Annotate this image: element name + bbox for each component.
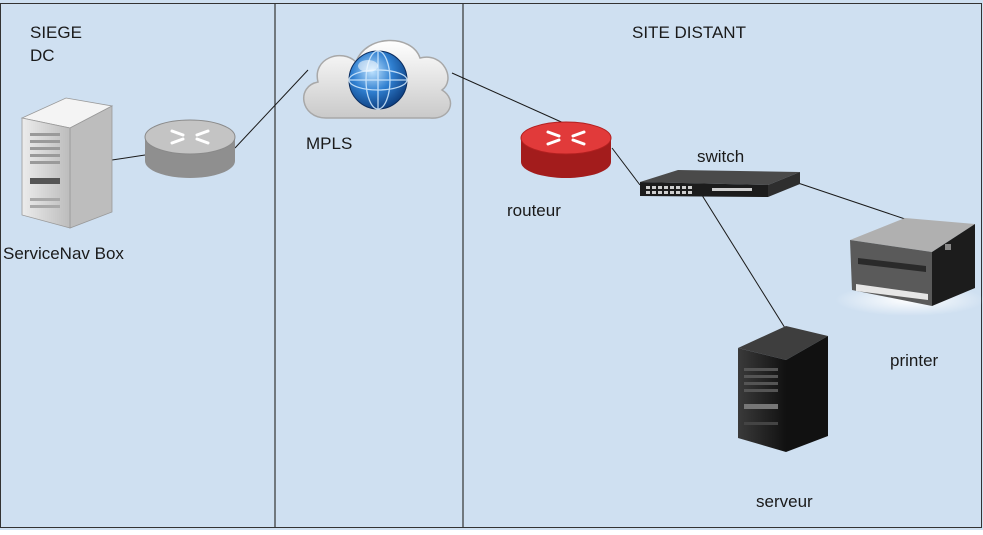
switch-label: switch bbox=[697, 147, 745, 166]
router-site-icon bbox=[520, 121, 612, 178]
zone-siege-title: SIEGE bbox=[30, 23, 82, 42]
serveur-label: serveur bbox=[756, 492, 813, 511]
link-mpls-routeur bbox=[451, 72, 569, 126]
router-hq-icon bbox=[144, 119, 236, 178]
serveur-icon bbox=[738, 326, 828, 452]
link-switch-serveur bbox=[699, 191, 786, 329]
servicenav-label: ServiceNav Box bbox=[3, 244, 124, 263]
zone-site-title: SITE DISTANT bbox=[632, 23, 746, 42]
globe-icon bbox=[348, 50, 408, 110]
routeur-label: routeur bbox=[507, 201, 561, 220]
servicenav-server-icon bbox=[20, 97, 114, 229]
link-switch-printer bbox=[797, 182, 909, 221]
switch-icon bbox=[640, 170, 800, 197]
connections bbox=[111, 69, 909, 329]
link-routeur-switch bbox=[611, 147, 641, 186]
mpls-label: MPLS bbox=[306, 134, 353, 153]
zone-siege-subtitle: DC bbox=[30, 46, 55, 65]
zone-frame bbox=[0, 3, 982, 528]
printer-icon bbox=[835, 218, 983, 316]
printer-label: printer bbox=[890, 351, 939, 370]
link-router-mpls bbox=[234, 69, 309, 149]
link-server-router bbox=[111, 154, 146, 161]
